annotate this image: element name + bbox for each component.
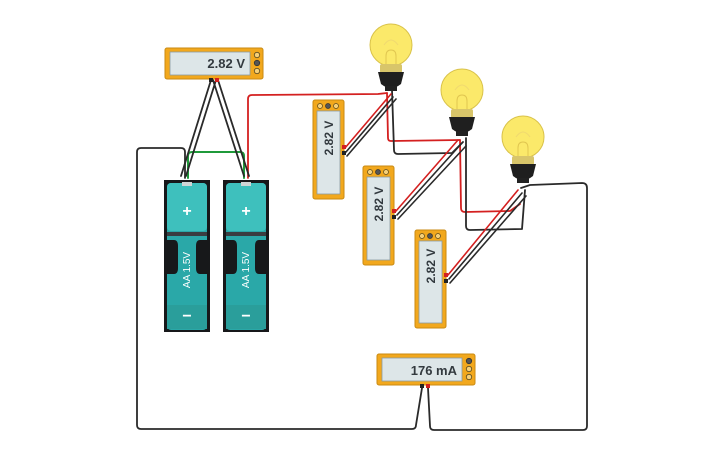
voltmeter-top-knob-3[interactable] bbox=[253, 67, 261, 75]
battery-1-minus-sign: − bbox=[182, 308, 191, 325]
voltmeter-top-knob-2[interactable] bbox=[253, 59, 261, 67]
ammeter-knob-3[interactable] bbox=[465, 373, 473, 381]
wire-black-bulb2-to-bulb3[interactable] bbox=[465, 137, 526, 231]
wire-top-voltmeter-probe-pos[interactable] bbox=[185, 79, 217, 177]
battery-1[interactable]: + AA 1.5V − bbox=[164, 180, 210, 332]
wires bbox=[136, 79, 588, 431]
voltmeter-bulb-2[interactable]: 2.82 V bbox=[362, 165, 396, 266]
voltmeter-bulb-2-knob-2[interactable] bbox=[375, 169, 381, 175]
wire-top-voltmeter-probe-pos-b[interactable] bbox=[217, 79, 250, 177]
voltmeter-bulb-3[interactable]: 2.82 V bbox=[414, 229, 448, 329]
voltmeter-bulb-3-knob-3[interactable] bbox=[435, 233, 441, 239]
voltmeter-top-terminal-neg[interactable] bbox=[209, 78, 213, 82]
battery-2-label: AA 1.5V bbox=[241, 252, 252, 288]
wire-battery-to-ammeter[interactable] bbox=[136, 147, 423, 430]
wire-red-bulb2-to-bulb3[interactable] bbox=[459, 139, 521, 213]
wire-bulb1-probe-red[interactable] bbox=[344, 93, 392, 149]
wire-green-series[interactable] bbox=[187, 151, 245, 179]
voltmeter-bulb-3-reading: 2.82 V bbox=[424, 249, 438, 284]
voltmeter-bulb-2-knob-1[interactable] bbox=[367, 169, 373, 175]
wire-bulb3-probe-red[interactable] bbox=[447, 189, 519, 276]
voltmeter-bulb-3-terminal-neg[interactable] bbox=[444, 279, 448, 283]
ammeter-terminal-pos[interactable] bbox=[426, 384, 430, 388]
wire-bulb3-probe-black-a[interactable] bbox=[448, 192, 523, 280]
voltmeter-bulb-2-terminal-neg[interactable] bbox=[392, 215, 396, 219]
wire-bulb2-probe-black-b[interactable] bbox=[397, 145, 467, 220]
voltmeter-top-knob-1[interactable] bbox=[253, 51, 261, 59]
light-bulb-1-icon[interactable] bbox=[369, 23, 413, 91]
ammeter-knob-1[interactable] bbox=[465, 357, 473, 365]
wire-bulb2-probe-black-a[interactable] bbox=[396, 142, 463, 216]
voltmeter-bulb-1-knob-3[interactable] bbox=[333, 103, 339, 109]
voltmeter-top[interactable]: 2.82 V bbox=[164, 47, 264, 82]
wire-bulb1-probe-black-b[interactable] bbox=[346, 98, 397, 157]
voltmeter-bulb-1-reading: 2.82 V bbox=[322, 121, 336, 156]
voltmeter-bulb-3-knob-2[interactable] bbox=[427, 233, 433, 239]
wire-top-voltmeter-probe-neg-b[interactable] bbox=[212, 79, 245, 177]
voltmeter-bulb-1-terminal-neg[interactable] bbox=[342, 151, 346, 155]
voltmeter-top-terminal-pos[interactable] bbox=[215, 78, 219, 82]
wire-bulb3-probe-black-b[interactable] bbox=[449, 195, 527, 284]
wire-red-bulb1-to-bulb2[interactable] bbox=[386, 92, 461, 142]
light-bulb-3-icon[interactable] bbox=[501, 115, 545, 183]
voltmeter-bulb-2-terminal-pos[interactable] bbox=[392, 209, 396, 213]
wire-black-bulb1-to-bulb2[interactable] bbox=[391, 89, 464, 155]
wire-red-battery-to-bulb1[interactable] bbox=[247, 92, 388, 179]
wire-bulb1-probe-black-a[interactable] bbox=[345, 96, 394, 153]
battery-2-plus-sign: + bbox=[241, 203, 250, 220]
voltmeter-top-reading: 2.82 V bbox=[207, 56, 245, 71]
wire-bulb2-probe-red[interactable] bbox=[395, 139, 459, 212]
battery-2-minus-sign: − bbox=[241, 308, 250, 325]
voltmeter-bulb-1-knob-1[interactable] bbox=[317, 103, 323, 109]
ammeter-reading: 176 mA bbox=[411, 363, 458, 378]
ammeter-knob-2[interactable] bbox=[465, 365, 473, 373]
voltmeter-bulb-1-knob-2[interactable] bbox=[325, 103, 331, 109]
voltmeter-bulb-1-terminal-pos[interactable] bbox=[342, 145, 346, 149]
wire-top-voltmeter-probe-neg[interactable] bbox=[180, 79, 212, 177]
battery-2[interactable]: + AA 1.5V − bbox=[223, 180, 269, 332]
battery-1-label: AA 1.5V bbox=[182, 252, 193, 288]
voltmeter-bulb-3-knob-1[interactable] bbox=[419, 233, 425, 239]
wire-ammeter-to-bulb3[interactable] bbox=[427, 182, 588, 431]
voltmeter-bulb-2-reading: 2.82 V bbox=[372, 187, 386, 222]
battery-1-plus-sign: + bbox=[182, 203, 191, 220]
voltmeter-bulb-2-knob-3[interactable] bbox=[383, 169, 389, 175]
voltmeter-bulb-3-terminal-pos[interactable] bbox=[444, 273, 448, 277]
ammeter[interactable]: 176 mA bbox=[376, 353, 476, 388]
voltmeter-bulb-1[interactable]: 2.82 V bbox=[312, 99, 346, 200]
ammeter-terminal-neg[interactable] bbox=[420, 384, 424, 388]
light-bulb-2-icon[interactable] bbox=[440, 68, 484, 136]
